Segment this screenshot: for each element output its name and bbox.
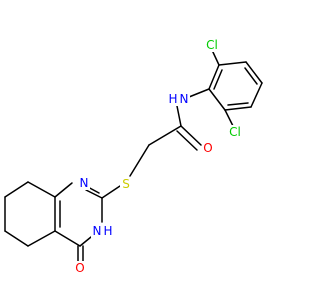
bond	[101, 185, 121, 199]
atom-label: H	[103, 224, 112, 238]
bond	[224, 109, 234, 127]
bonds	[4, 49, 263, 263]
bond	[54, 230, 81, 247]
bond	[188, 88, 210, 98]
atom-label: N	[80, 176, 89, 190]
atom-label: O	[203, 141, 212, 155]
bond	[54, 182, 73, 198]
atom-label: O	[75, 261, 84, 275]
bond	[211, 49, 220, 66]
bond	[218, 61, 247, 66]
bond	[180, 125, 202, 146]
bond	[176, 105, 182, 127]
atom-label: Cl	[206, 38, 218, 52]
bond	[148, 125, 182, 146]
bond	[85, 189, 103, 199]
bond	[4, 181, 29, 198]
atom-label: H	[168, 92, 177, 106]
bond	[213, 69, 223, 90]
atom-label: N	[93, 224, 102, 238]
bond	[250, 82, 263, 108]
bond	[176, 130, 198, 151]
bond	[208, 88, 226, 111]
bond	[27, 230, 56, 247]
bond	[245, 61, 263, 84]
background	[0, 0, 300, 300]
bond	[224, 106, 252, 111]
bond	[227, 102, 249, 106]
bond	[79, 236, 92, 247]
atom-label: S	[122, 177, 130, 191]
atom-label: Cl	[229, 125, 241, 139]
atom-labels: Cl Cl N H O S N N H O	[74, 38, 243, 275]
bond	[4, 230, 29, 247]
bond	[27, 181, 56, 198]
atom-label: N	[180, 92, 189, 106]
bond	[208, 64, 220, 90]
bond	[129, 144, 150, 177]
molecule-structure-diagram: Cl Cl N H O S N N H O	[0, 0, 300, 300]
bond	[244, 67, 258, 85]
